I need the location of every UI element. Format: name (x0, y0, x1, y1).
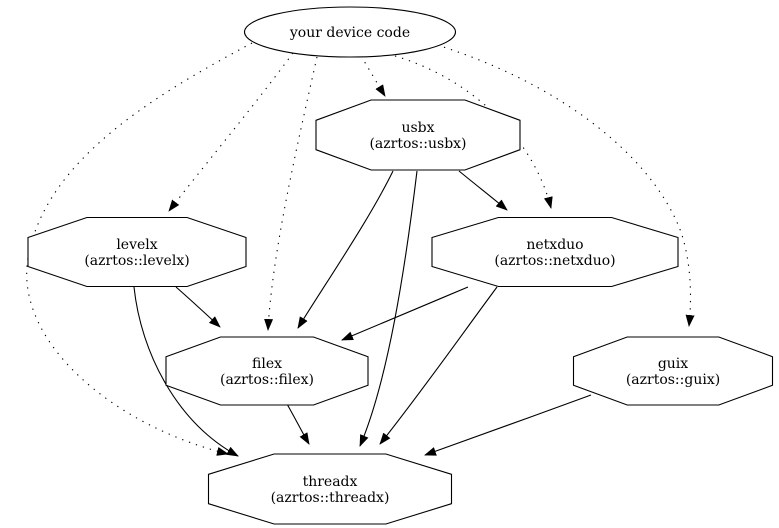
node-netxduo: netxduo(azrtos::netxduo) (431, 216, 679, 288)
usbx-octagon-shape (315, 99, 521, 171)
threadx-octagon-shape (207, 453, 453, 525)
node-threadx-label-line-1: threadx (303, 474, 358, 490)
node-netxduo-label-line-2: (azrtos::netxduo) (494, 253, 615, 269)
node-guix-label-line-2: (azrtos::guix) (626, 372, 720, 388)
edge-usbx-to-threadx (359, 170, 418, 447)
node-threadx-label-line-2: (azrtos::threadx) (271, 490, 390, 506)
node-device-code-label-line-1: your device code (289, 25, 410, 41)
edge-device-code-to-netxduo (394, 55, 553, 209)
node-levelx: levelx(azrtos::levelx) (27, 216, 247, 288)
node-device-code: your device code (243, 6, 457, 58)
edge-netxduo-to-filex (341, 286, 469, 341)
node-usbx-label-line-1: usbx (401, 120, 434, 136)
node-filex-label-line-2: (azrtos::filex) (220, 372, 314, 388)
nodes-layer: your device codeusbx(azrtos::usbx)levelx… (27, 6, 774, 525)
edge-levelx-to-filex (175, 286, 221, 328)
node-filex: filex(azrtos::filex) (165, 336, 369, 406)
node-levelx-label-line-1: levelx (116, 237, 157, 253)
node-usbx: usbx(azrtos::usbx) (315, 99, 521, 171)
edge-usbx-to-netxduo (458, 170, 508, 211)
device-code-ellipse-shape (243, 6, 457, 58)
edge-guix-to-threadx (424, 394, 592, 456)
node-filex-label-line-1: filex (252, 356, 282, 372)
edge-usbx-to-filex (297, 170, 394, 329)
netxduo-octagon-shape (431, 216, 679, 288)
edge-device-code-to-levelx (168, 52, 294, 212)
node-usbx-label-line-2: (azrtos::usbx) (369, 136, 466, 152)
node-levelx-label-line-2: (azrtos::levelx) (84, 253, 189, 269)
filex-octagon-shape (165, 336, 369, 406)
edge-device-code-to-usbx (360, 55, 386, 97)
levelx-octagon-shape (27, 216, 247, 288)
edge-filex-to-threadx (286, 403, 310, 445)
node-netxduo-label-line-1: netxduo (526, 237, 583, 253)
edge-netxduo-to-threadx (379, 286, 498, 445)
node-guix-label-line-1: guix (658, 356, 688, 372)
node-guix: guix(azrtos::guix) (572, 336, 774, 406)
node-threadx: threadx(azrtos::threadx) (207, 453, 453, 525)
edge-device-code-to-filex (264, 56, 318, 331)
guix-octagon-shape (572, 336, 774, 406)
